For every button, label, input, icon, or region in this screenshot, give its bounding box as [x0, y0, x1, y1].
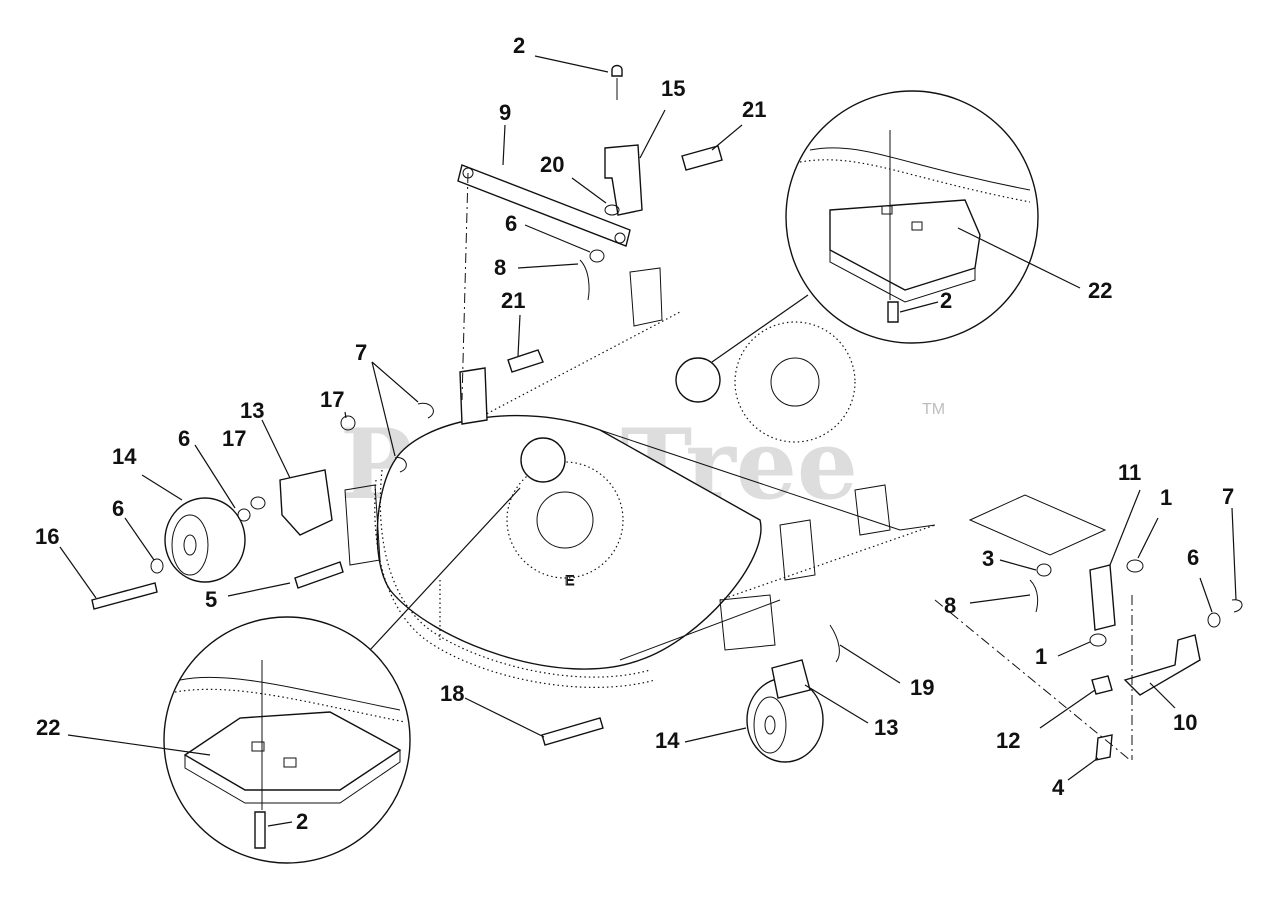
callout-10: 10: [1173, 710, 1197, 735]
callout-18: 18: [440, 681, 464, 706]
callout-8-upper: 8: [494, 255, 506, 280]
callout-3: 3: [982, 546, 994, 571]
callout-14-front: 14: [655, 728, 680, 753]
callout-1-lower: 1: [1035, 644, 1047, 669]
deck-marking: E: [565, 572, 574, 588]
callout-13-front: 13: [874, 715, 898, 740]
front-wheel-assembly: [541, 624, 840, 763]
callout-4: 4: [1052, 775, 1065, 800]
callout-19: 19: [910, 675, 934, 700]
right-bracket-assembly: [934, 494, 1243, 761]
leader-lines: [59, 55, 1237, 827]
callout-7-right: 7: [1222, 484, 1234, 509]
detail-circle-lower: [163, 437, 566, 864]
callout-22-upper: 22: [1088, 278, 1112, 303]
left-wheel-assembly: [91, 402, 434, 610]
callout-16: 16: [35, 524, 59, 549]
callout-labels: 2 15 9 21 20 6 8 21 7 17 13 17 6 14 6 16…: [35, 33, 1234, 834]
callout-6-left-lower: 6: [112, 496, 124, 521]
callout-15: 15: [661, 76, 685, 101]
callout-12: 12: [996, 728, 1020, 753]
mower-deck: E: [344, 267, 936, 688]
callout-2-top: 2: [513, 33, 525, 58]
callout-17-right: 17: [320, 387, 344, 412]
callout-2-upper-detail: 2: [940, 288, 952, 313]
detail-circle-upper: [675, 90, 1039, 403]
callout-20: 20: [540, 152, 564, 177]
lift-link-assembly: [457, 64, 723, 425]
callout-17-left: 17: [222, 426, 246, 451]
callout-6-right: 6: [1187, 545, 1199, 570]
callout-5: 5: [205, 587, 217, 612]
callout-14-left: 14: [112, 444, 137, 469]
watermark-tm: TM: [922, 401, 945, 418]
callout-11: 11: [1118, 460, 1141, 485]
callout-22-lower: 22: [36, 715, 60, 740]
callout-9: 9: [499, 100, 511, 125]
callout-21-top: 21: [742, 97, 766, 122]
callout-7-left: 7: [355, 340, 367, 365]
callout-21-mid: 21: [501, 288, 525, 313]
callout-8-right: 8: [944, 593, 956, 618]
callout-6-left-upper: 6: [178, 426, 190, 451]
callout-1-upper: 1: [1160, 485, 1172, 510]
callout-2-lower-detail: 2: [296, 809, 308, 834]
callout-6-upper: 6: [505, 211, 517, 236]
callout-13-left: 13: [240, 398, 264, 423]
